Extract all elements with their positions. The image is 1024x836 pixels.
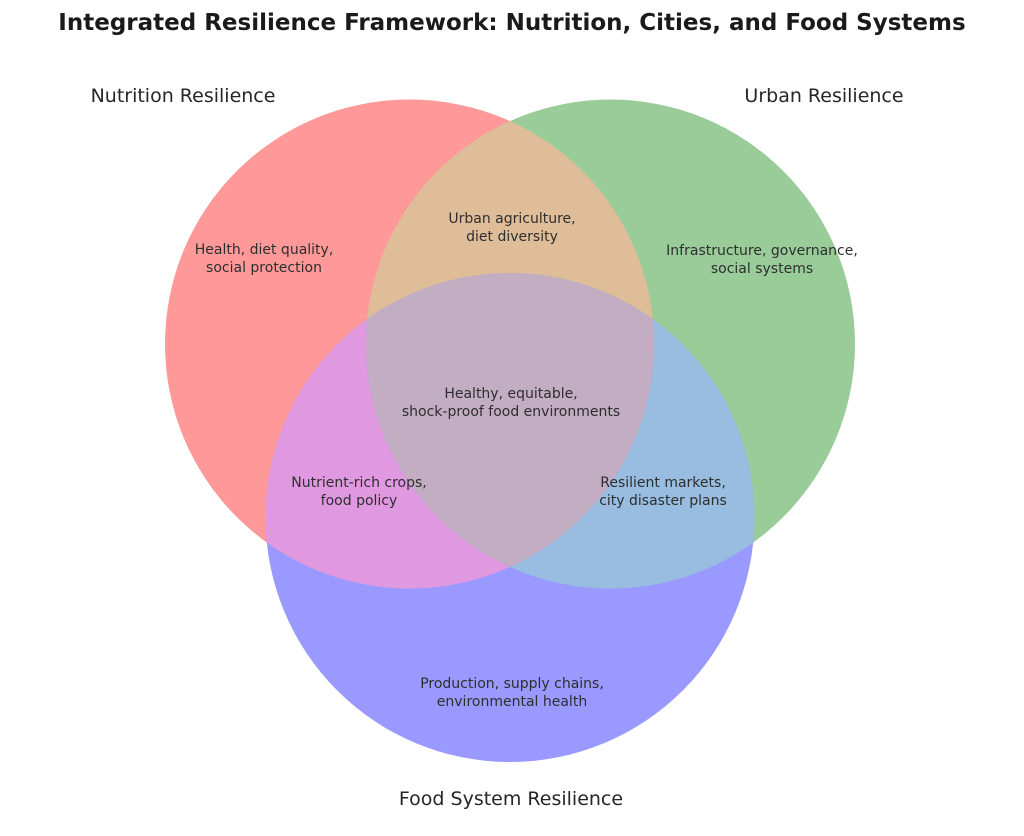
region-text-line: environmental health	[436, 694, 588, 710]
set-label-urban: Urban Resilience	[744, 85, 904, 107]
region-text-nutrition-urban: Urban agriculture, diet diversity	[448, 210, 575, 246]
venn-region-nutrition-food	[265, 319, 510, 589]
region-text-line: Production, supply chains,	[420, 675, 604, 692]
region-text-line: city disaster plans	[599, 493, 727, 509]
region-text-line: Healthy, equitable,	[444, 385, 578, 402]
region-text-line: shock-proof food environments	[401, 404, 621, 420]
region-text-nutrition-only: Health, diet quality, social protection	[195, 241, 334, 277]
region-text-line: social systems	[710, 261, 814, 277]
region-text-line: Nutrient-rich crops,	[291, 474, 427, 491]
set-label-food: Food System Resilience	[398, 788, 624, 810]
region-text-line: Resilient markets,	[600, 474, 726, 491]
region-text-nutrition-food: Nutrient-rich crops, food policy	[291, 474, 427, 510]
region-text-line: food policy	[320, 493, 398, 509]
region-text-urban-only: Infrastructure, governance, social syste…	[666, 242, 858, 278]
region-text-line: Urban agriculture,	[448, 210, 576, 227]
region-text-line: diet diversity	[466, 229, 558, 245]
region-text-food-only: Production, supply chains, environmental…	[420, 675, 604, 711]
venn-region-urban-food	[510, 319, 755, 589]
region-text-all-three: Healthy, equitable, shock-proof food env…	[402, 385, 620, 421]
set-label-nutrition: Nutrition Resilience	[90, 85, 276, 107]
region-text-line: Infrastructure, governance,	[666, 242, 858, 259]
region-text-urban-food: Resilient markets, city disaster plans	[599, 474, 727, 510]
venn-region-all-three	[365, 272, 655, 567]
venn-region-nutrition-urban	[367, 121, 653, 319]
region-text-line: social protection	[206, 260, 322, 276]
region-text-line: Health, diet quality,	[194, 241, 334, 258]
figure-title: Integrated Resilience Framework: Nutriti…	[58, 10, 966, 36]
